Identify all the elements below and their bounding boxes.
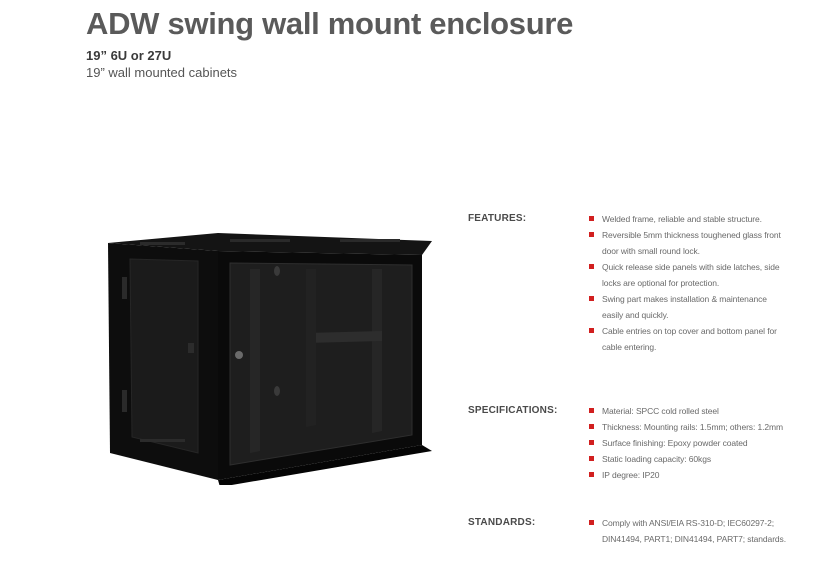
standards-label: STANDARDS: xyxy=(468,517,536,528)
lock-icon xyxy=(235,351,243,359)
bullet-icon xyxy=(589,520,594,525)
list-item: Surface finishing: Epoxy powder coated xyxy=(589,435,789,451)
list-item: Swing part makes installation & maintena… xyxy=(589,291,789,323)
bullet-icon xyxy=(589,232,594,237)
list-item: Reversible 5mm thickness toughened glass… xyxy=(589,227,789,259)
bullet-icon xyxy=(589,456,594,461)
features-list: Welded frame, reliable and stable struct… xyxy=(589,211,789,355)
bullet-icon xyxy=(589,424,594,429)
bullet-icon xyxy=(589,264,594,269)
bullet-icon xyxy=(589,440,594,445)
bullet-icon xyxy=(589,216,594,221)
list-item: Cable entries on top cover and bottom pa… xyxy=(589,323,789,355)
page-subtitle-secondary: 19” wall mounted cabinets xyxy=(86,65,238,80)
features-label: FEATURES: xyxy=(468,213,527,224)
standards-list: Comply with ANSI/EIA RS-310-D; IEC60297-… xyxy=(589,515,789,547)
bullet-icon xyxy=(589,296,594,301)
list-item: Comply with ANSI/EIA RS-310-D; IEC60297-… xyxy=(589,515,789,547)
bullet-icon xyxy=(589,328,594,333)
list-item: Thickness: Mounting rails: 1.5mm; others… xyxy=(589,419,789,435)
list-item: IP degree: IP20 xyxy=(589,467,789,483)
list-item: Quick release side panels with side latc… xyxy=(589,259,789,291)
page-title: ADW swing wall mount enclosure xyxy=(86,6,574,41)
product-image xyxy=(108,233,432,485)
specifications-label: SPECIFICATIONS: xyxy=(468,405,558,416)
specifications-list: Material: SPCC cold rolled steel Thickne… xyxy=(589,403,789,483)
bullet-icon xyxy=(589,472,594,477)
page-subtitle: 19” 6U or 27U xyxy=(86,48,172,63)
list-item: Welded frame, reliable and stable struct… xyxy=(589,211,789,227)
cabinet-top xyxy=(108,233,432,255)
list-item: Static loading capacity: 60kgs xyxy=(589,451,789,467)
list-item: Material: SPCC cold rolled steel xyxy=(589,403,789,419)
cabinet-glass-door xyxy=(229,262,413,466)
bullet-icon xyxy=(589,408,594,413)
